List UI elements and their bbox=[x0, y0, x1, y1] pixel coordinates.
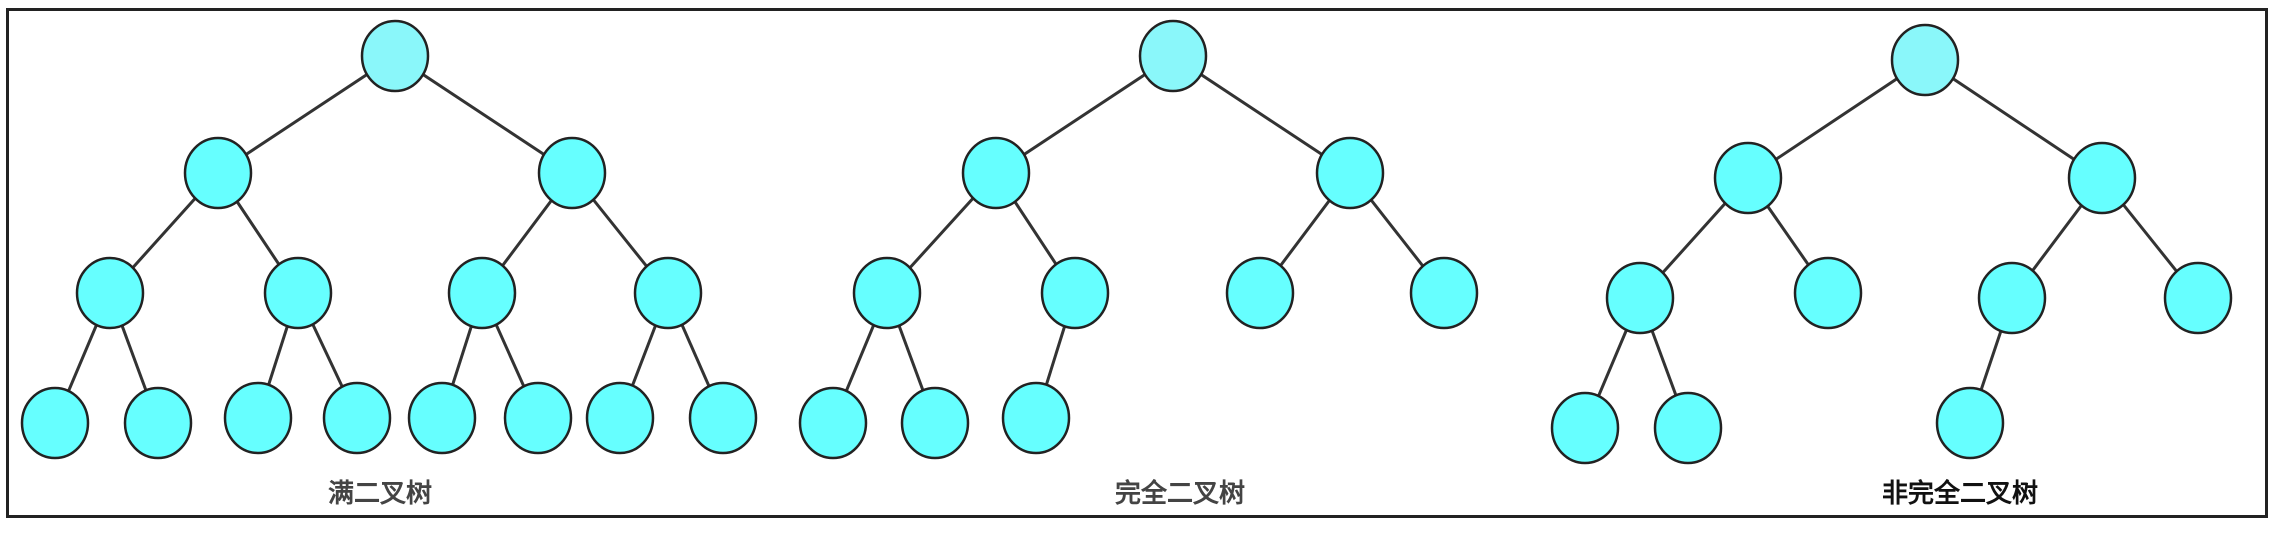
tree-node bbox=[2163, 261, 2233, 335]
tree-node bbox=[585, 381, 655, 455]
tree-node bbox=[407, 381, 477, 455]
tree-node bbox=[263, 256, 333, 330]
tree-node bbox=[537, 136, 607, 210]
diagram-frame bbox=[6, 8, 2268, 518]
tree-node bbox=[123, 386, 193, 460]
tree-edge bbox=[1172, 54, 1351, 175]
tree-node bbox=[798, 386, 868, 460]
tree-node bbox=[1793, 256, 1863, 330]
tree-node bbox=[1409, 256, 1479, 330]
tree-node bbox=[1653, 391, 1723, 465]
caption-non-complete-binary-tree: 非完全二叉树 bbox=[1881, 479, 2039, 509]
tree-edge bbox=[1924, 58, 2103, 180]
tree-node bbox=[1315, 136, 1385, 210]
tree-node bbox=[1001, 381, 1071, 455]
tree-node bbox=[1550, 391, 1620, 465]
tree-node bbox=[688, 381, 758, 455]
tree-root-node bbox=[360, 19, 430, 93]
tree-node bbox=[1713, 141, 1783, 215]
tree-root-node bbox=[1138, 19, 1208, 93]
tree-edge bbox=[217, 54, 396, 175]
caption-full-binary-tree: 满二叉树 bbox=[327, 479, 433, 509]
tree-1 bbox=[798, 19, 1479, 460]
tree-node bbox=[961, 136, 1031, 210]
tree-node bbox=[322, 381, 392, 455]
tree-edge bbox=[995, 54, 1174, 175]
tree-node bbox=[1935, 386, 2005, 460]
tree-node bbox=[1977, 261, 2047, 335]
tree-node bbox=[2067, 141, 2137, 215]
tree-node bbox=[900, 386, 970, 460]
tree-root-node bbox=[1890, 23, 1960, 97]
tree-edge bbox=[394, 54, 573, 175]
tree-node bbox=[223, 381, 293, 455]
tree-node bbox=[20, 386, 90, 460]
tree-node bbox=[852, 256, 922, 330]
tree-node bbox=[1225, 256, 1295, 330]
tree-node bbox=[1040, 256, 1110, 330]
tree-2 bbox=[1550, 23, 2233, 465]
caption-complete-binary-tree: 完全二叉树 bbox=[1114, 479, 1246, 509]
tree-node bbox=[447, 256, 517, 330]
tree-0 bbox=[20, 19, 758, 460]
tree-node bbox=[183, 136, 253, 210]
tree-edge bbox=[1747, 58, 1926, 180]
tree-node bbox=[633, 256, 703, 330]
tree-node bbox=[75, 256, 145, 330]
tree-node bbox=[503, 381, 573, 455]
tree-node bbox=[1605, 261, 1675, 335]
